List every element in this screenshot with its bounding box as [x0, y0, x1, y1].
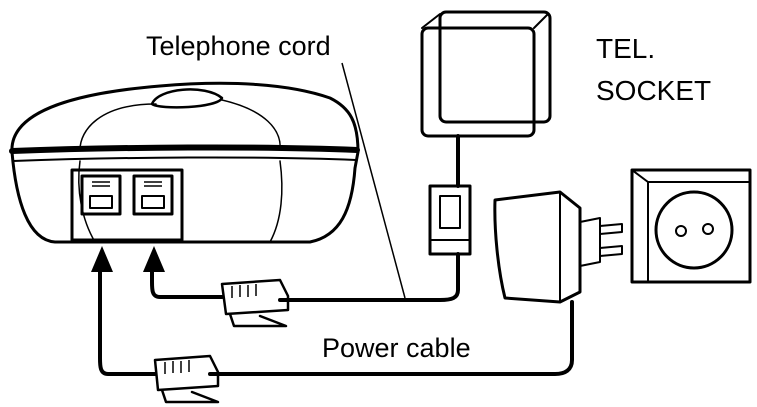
base-station-icon — [9, 81, 360, 244]
telephone-wall-socket-icon — [420, 10, 552, 138]
power-outlet-icon — [630, 168, 752, 284]
power-cable-label: Power cable — [322, 333, 471, 363]
telephone-line-adapter-icon — [428, 184, 472, 256]
telephone-cord-label: Telephone cord — [146, 31, 331, 61]
arrow-icon — [91, 246, 165, 272]
modular-plug-icon — [153, 354, 220, 404]
label-leader-line — [341, 62, 406, 299]
power-adapter-icon — [493, 190, 623, 304]
telephone-cable — [150, 134, 460, 302]
power-cable — [98, 270, 574, 376]
modular-plug-icon — [220, 278, 290, 328]
tel-socket-label-line1: TEL. — [596, 33, 655, 64]
tel-socket-label-line2: SOCKET — [596, 75, 711, 106]
